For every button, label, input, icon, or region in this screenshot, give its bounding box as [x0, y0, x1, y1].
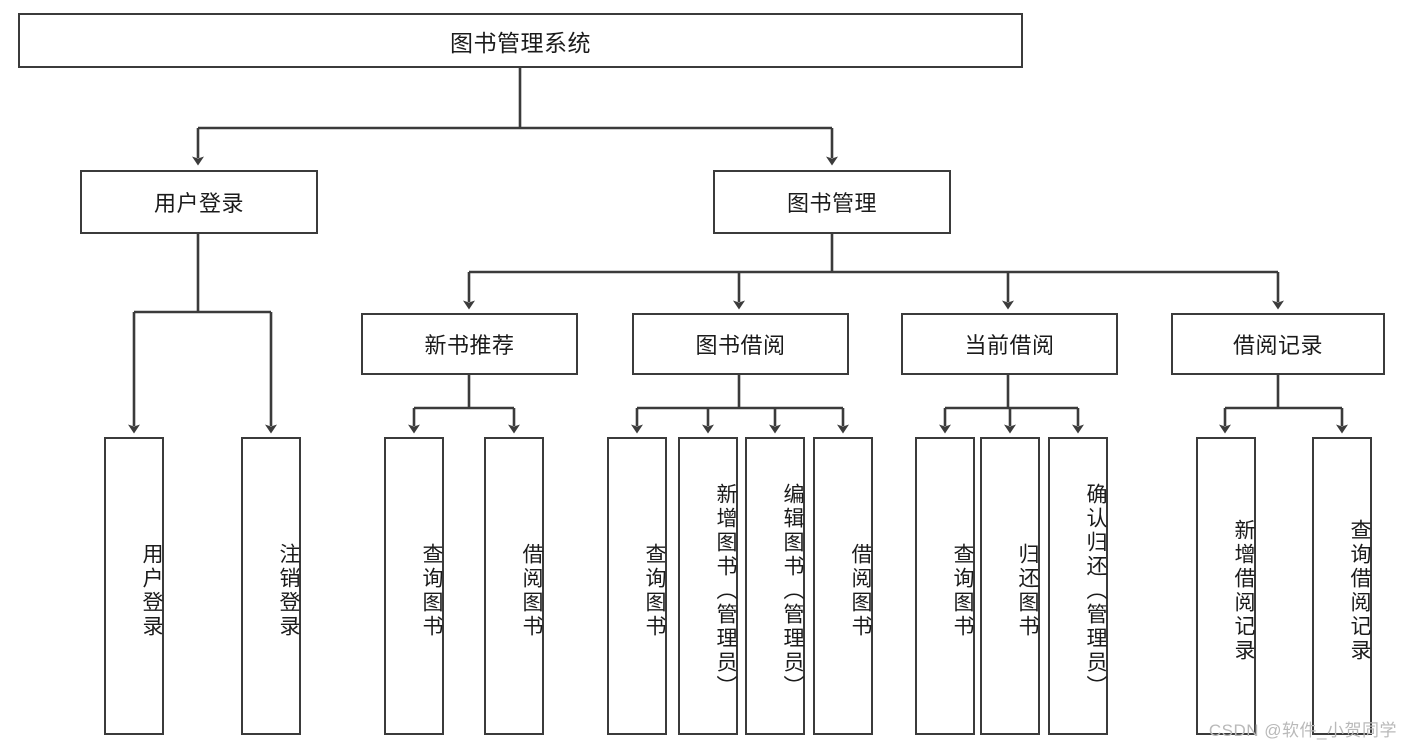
- node-current-borrow[interactable]: 当前借阅: [901, 313, 1118, 375]
- leaf-borrow-book-1[interactable]: 借阅图书: [484, 437, 544, 735]
- leaf-query-book-1-label: 查询图书: [420, 543, 443, 639]
- node-book-borrow-label: 图书借阅: [695, 333, 786, 358]
- node-book-manage-label: 图书管理: [786, 191, 877, 216]
- leaf-query-book-2-label: 查询图书: [643, 543, 666, 639]
- node-root-label: 图书管理系统: [450, 29, 591, 56]
- leaf-query-record[interactable]: 查询借阅记录: [1312, 437, 1372, 735]
- leaf-borrow-book-2-label: 借阅图书: [849, 543, 872, 639]
- watermark: CSDN @软件_小贺同学: [1208, 721, 1397, 740]
- leaf-user-login-label: 用户登录: [140, 543, 163, 639]
- leaf-query-record-label: 查询借阅记录: [1348, 519, 1371, 663]
- leaf-confirm-return[interactable]: 确认归还（管理员）: [1048, 437, 1108, 735]
- leaf-logout-login[interactable]: 注销登录: [241, 437, 301, 735]
- node-book-manage[interactable]: 图书管理: [713, 170, 951, 234]
- node-new-book-recommend-label: 新书推荐: [424, 333, 515, 358]
- leaf-borrow-book-1-label: 借阅图书: [520, 543, 543, 639]
- node-book-borrow[interactable]: 图书借阅: [632, 313, 849, 375]
- leaf-add-record-label: 新增借阅记录: [1232, 519, 1255, 663]
- node-user-login[interactable]: 用户登录: [80, 170, 318, 234]
- leaf-user-login[interactable]: 用户登录: [104, 437, 164, 735]
- leaf-add-book[interactable]: 新增图书（管理员）: [678, 437, 738, 735]
- leaf-return-book[interactable]: 归还图书: [980, 437, 1040, 735]
- node-current-borrow-label: 当前借阅: [964, 333, 1055, 358]
- leaf-return-book-label: 归还图书: [1016, 543, 1039, 639]
- node-new-book-recommend[interactable]: 新书推荐: [361, 313, 578, 375]
- leaf-query-book-3-label: 查询图书: [951, 543, 974, 639]
- leaf-edit-book[interactable]: 编辑图书（管理员）: [745, 437, 805, 735]
- leaf-logout-login-label: 注销登录: [277, 543, 300, 639]
- leaf-borrow-book-2[interactable]: 借阅图书: [813, 437, 873, 735]
- leaf-add-book-label: 新增图书（管理员）: [714, 483, 737, 699]
- node-root[interactable]: 图书管理系统: [18, 13, 1023, 68]
- leaf-query-book-1[interactable]: 查询图书: [384, 437, 444, 735]
- node-user-login-label: 用户登录: [153, 191, 244, 216]
- leaf-edit-book-label: 编辑图书（管理员）: [781, 483, 804, 699]
- leaf-query-book-2[interactable]: 查询图书: [607, 437, 667, 735]
- leaf-query-book-3[interactable]: 查询图书: [915, 437, 975, 735]
- node-borrow-record-label: 借阅记录: [1232, 333, 1323, 358]
- leaf-add-record[interactable]: 新增借阅记录: [1196, 437, 1256, 735]
- node-borrow-record[interactable]: 借阅记录: [1171, 313, 1385, 375]
- leaf-confirm-return-label: 确认归还（管理员）: [1084, 483, 1107, 699]
